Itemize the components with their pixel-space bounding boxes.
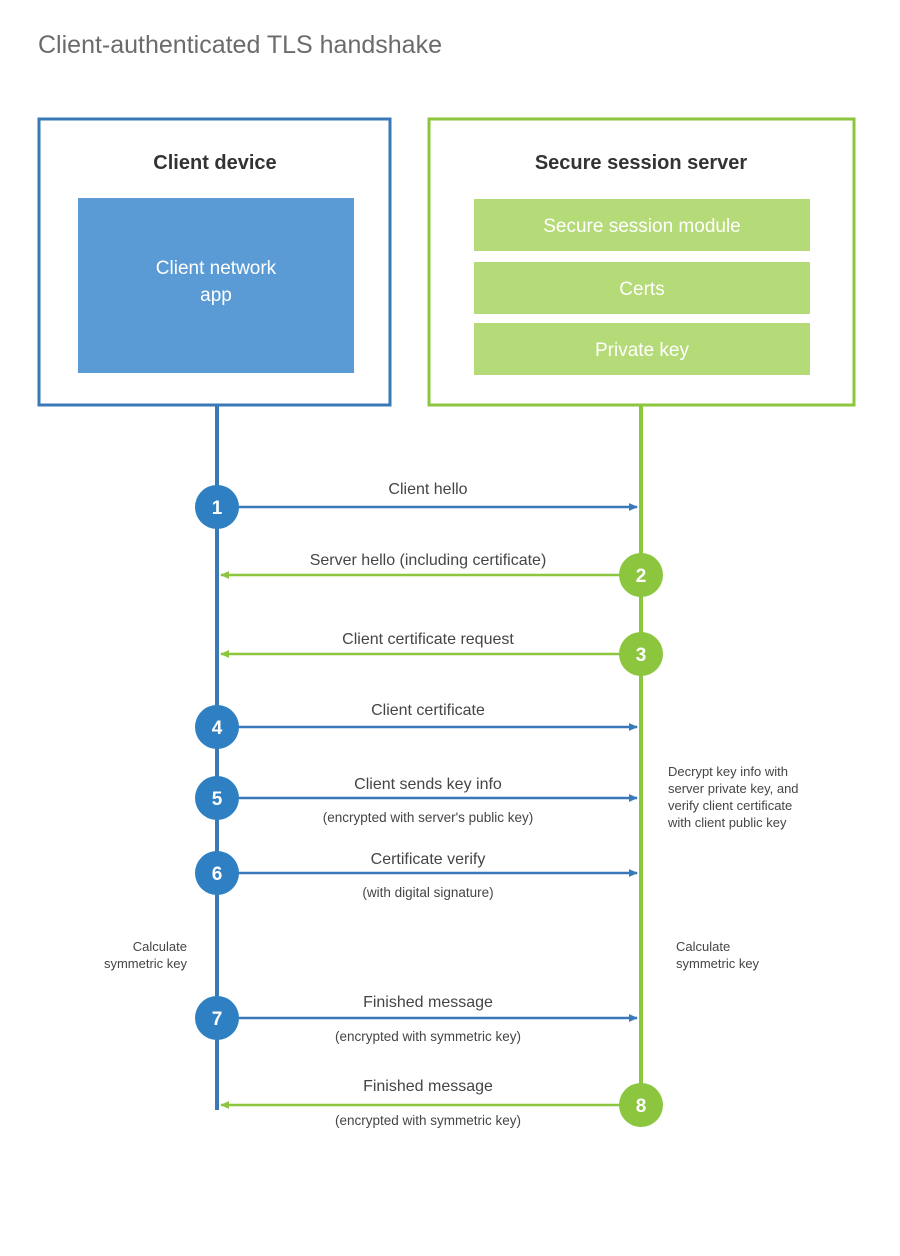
- step-2-label: Server hello (including certificate): [310, 552, 547, 569]
- server-decrypt-note-line-1: server private key, and: [668, 781, 799, 796]
- step-2-marker: [619, 553, 663, 597]
- server-calculate-note: Calculate symmetric key: [676, 939, 760, 971]
- step-6-label: Certificate verify: [371, 851, 486, 868]
- server-calculate-note-line-1: symmetric key: [676, 956, 760, 971]
- step-6-sublabel: (with digital signature): [362, 885, 493, 900]
- server-component-block-certs: [474, 262, 810, 314]
- step-8-label: Finished message: [363, 1078, 493, 1095]
- step-5: Client sends key info (encrypted with se…: [195, 776, 638, 825]
- step-6-number: 6: [212, 864, 223, 885]
- step-7-sublabel: (encrypted with symmetric key): [335, 1029, 521, 1044]
- step-7-marker: [195, 996, 239, 1040]
- step-3-marker: [619, 632, 663, 676]
- step-2: Server hello (including certificate) 2: [220, 552, 663, 597]
- step-1-label: Client hello: [388, 481, 467, 498]
- client-calculate-note-line-1: symmetric key: [104, 956, 188, 971]
- step-1-marker: [195, 485, 239, 529]
- client-network-app-label-line1: Client network: [156, 258, 277, 279]
- server-decrypt-note-line-2: verify client certificate: [668, 798, 792, 813]
- step-6-marker: [195, 851, 239, 895]
- server-component-block-secure-session-module: [474, 199, 810, 251]
- server-component-block-private-key: [474, 323, 810, 375]
- step-5-marker: [195, 776, 239, 820]
- step-1-number: 1: [212, 498, 223, 519]
- step-8: Finished message (encrypted with symmetr…: [220, 1078, 663, 1128]
- client-box-title: Client device: [153, 152, 276, 174]
- client-calculate-note-line-0: Calculate: [133, 939, 187, 954]
- server-decrypt-note: Decrypt key info with server private key…: [667, 764, 799, 830]
- step-5-label: Client sends key info: [354, 776, 502, 793]
- step-7: Finished message (encrypted with symmetr…: [195, 994, 638, 1044]
- step-8-number: 8: [636, 1096, 647, 1117]
- server-calculate-note-line-0: Calculate: [676, 939, 730, 954]
- step-8-marker: [619, 1083, 663, 1127]
- client-device-box: Client device Client network app: [37, 117, 392, 407]
- server-box-title: Secure session server: [535, 152, 748, 174]
- step-5-number: 5: [212, 789, 223, 810]
- client-calculate-note: Calculate symmetric key: [104, 939, 188, 971]
- server-component-label-1: Certs: [619, 279, 664, 300]
- step-4-marker: [195, 705, 239, 749]
- client-network-app-label-line2: app: [200, 285, 232, 306]
- step-3-number: 3: [636, 645, 647, 666]
- step-5-sublabel: (encrypted with server's public key): [323, 810, 533, 825]
- client-network-app-block: [78, 198, 354, 373]
- step-1: Client hello 1: [195, 481, 638, 529]
- step-7-label: Finished message: [363, 994, 493, 1011]
- page-title: Client-authenticated TLS handshake: [38, 31, 442, 59]
- step-3-label: Client certificate request: [342, 631, 514, 648]
- server-component-label-2: Private key: [595, 340, 689, 361]
- step-4: Client certificate 4: [195, 702, 638, 749]
- step-7-number: 7: [212, 1009, 223, 1030]
- step-6: Certificate verify (with digital signatu…: [195, 851, 638, 900]
- step-8-sublabel: (encrypted with symmetric key): [335, 1113, 521, 1128]
- step-2-number: 2: [636, 566, 647, 587]
- secure-session-server-box: Secure session server Secure session mod…: [427, 117, 856, 407]
- server-decrypt-note-line-0: Decrypt key info with: [668, 764, 788, 779]
- server-decrypt-note-line-3: with client public key: [667, 815, 787, 830]
- step-3: Client certificate request 3: [220, 631, 663, 676]
- server-component-label-0: Secure session module: [543, 216, 741, 237]
- step-4-label: Client certificate: [371, 702, 485, 719]
- step-4-number: 4: [212, 718, 223, 739]
